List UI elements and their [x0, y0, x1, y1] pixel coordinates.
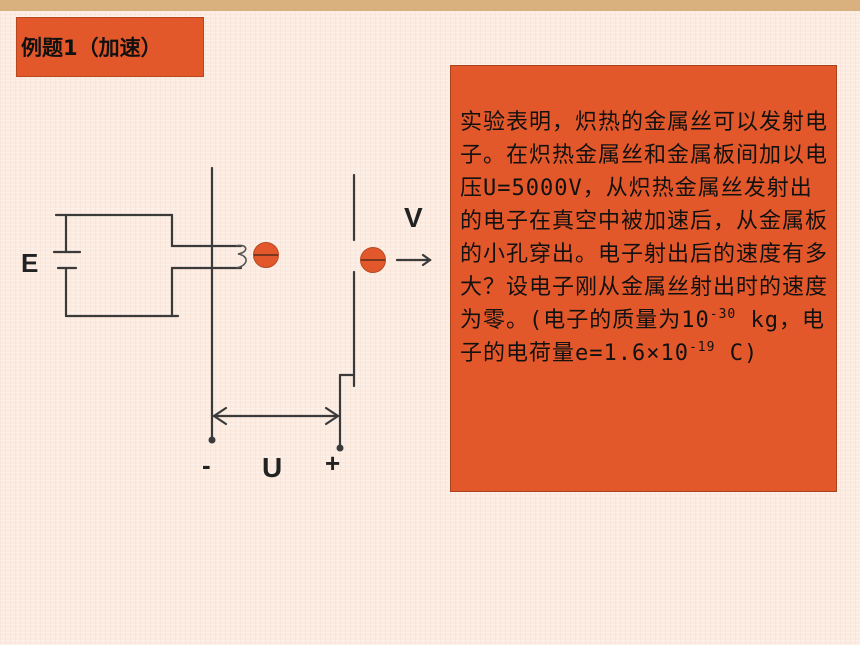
negative-terminal — [208, 436, 216, 444]
circuit-diagram — [52, 166, 432, 452]
electron-exiting — [360, 247, 386, 273]
charge-exponent: -19 — [688, 340, 716, 355]
voltage-arrow-left-head — [212, 406, 228, 426]
problem-statement: 实验表明，炽热的金属丝可以发射电子。在炽热金属丝和金属板间加以电压U=5000V… — [460, 106, 832, 370]
top-decorative-bar — [0, 0, 860, 11]
voltage-arrow-right-head — [324, 406, 340, 426]
problem-text-part3: C) — [715, 341, 759, 366]
slide-title: 例题1（加速） — [21, 36, 162, 60]
problem-box: 实验表明，炽热的金属丝可以发射电子。在炽热金属丝和金属板间加以电压U=5000V… — [450, 65, 837, 492]
velocity-arrow-head — [421, 253, 432, 267]
negative-sign-label: - — [202, 450, 211, 480]
positive-terminal — [336, 444, 344, 452]
battery-label: E — [21, 248, 39, 278]
mass-exponent: -30 — [709, 307, 737, 322]
filament-coil — [235, 244, 247, 269]
positive-sign-label: + — [325, 448, 341, 478]
problem-text-part1: 实验表明，炽热的金属丝可以发射电子。在炽热金属丝和金属板间加以电压U=5000V… — [460, 110, 829, 333]
velocity-label: V — [404, 202, 423, 233]
problem-text-part2: kg，电子的电荷量e=1.6×10 — [460, 308, 825, 366]
title-box: 例题1（加速） — [16, 17, 204, 77]
voltage-label: U — [262, 452, 283, 483]
electron-near-filament — [253, 242, 279, 268]
